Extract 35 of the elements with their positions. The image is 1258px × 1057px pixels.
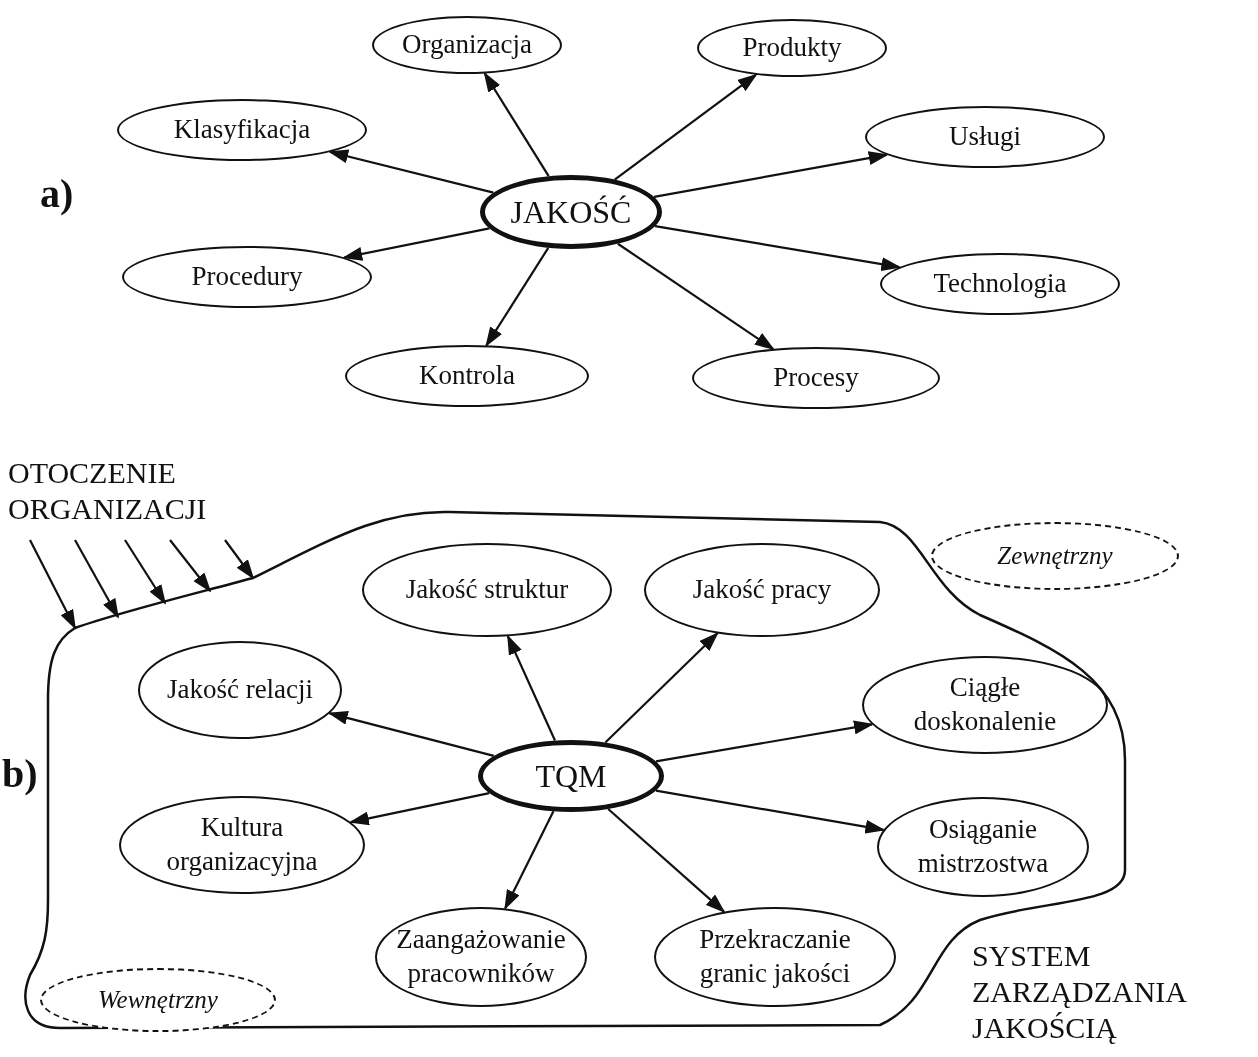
- arrow: [124, 539, 167, 605]
- concept-ellipse: JAKOŚĆ: [480, 175, 662, 249]
- concept-ellipse: Klasyfikacja: [117, 99, 367, 161]
- arrow: [29, 539, 76, 630]
- arrow: [485, 247, 550, 348]
- concept-ellipse: Organizacja: [372, 16, 562, 74]
- concept-ellipse: Jakość struktur: [362, 543, 612, 637]
- arrow: [483, 71, 550, 177]
- concept-ellipse: Przekraczanie granic jakości: [654, 907, 896, 1007]
- panel-letter: b): [2, 750, 38, 797]
- concept-ellipse: Jakość pracy: [644, 543, 880, 637]
- boundary-label: SYSTEM ZARZĄDZANIA JAKOŚCIĄ: [972, 938, 1187, 1046]
- concept-ellipse: Procedury: [122, 246, 372, 308]
- arrow: [506, 634, 556, 741]
- concept-ellipse: Osiąganie mistrzostwa: [877, 797, 1089, 897]
- arrow: [74, 539, 119, 619]
- concept-ellipse: Kontrola: [345, 345, 589, 407]
- concept-ellipse: Ciągłe doskonalenie: [862, 656, 1108, 754]
- concept-ellipse: Procesy: [692, 347, 940, 409]
- dashed-ellipse: Wewnętrzny: [40, 968, 276, 1032]
- concept-ellipse: Technologia: [880, 253, 1120, 315]
- concept-ellipse: Produkty: [697, 19, 887, 77]
- concept-ellipse: Zaangażowanie pracowników: [375, 907, 587, 1007]
- arrow: [224, 539, 255, 580]
- concept-ellipse: Kultura organizacyjna: [119, 796, 365, 894]
- panel-letter: a): [40, 170, 74, 217]
- concept-ellipse: Jakość relacji: [138, 641, 342, 739]
- concept-ellipse: Usługi: [865, 106, 1105, 168]
- concept-ellipse: TQM: [478, 740, 664, 812]
- text-label: OTOCZENIE ORGANIZACJI: [8, 455, 268, 535]
- dashed-ellipse: Zewnętrzny: [931, 522, 1179, 590]
- arrow: [169, 539, 212, 593]
- arrow: [327, 711, 495, 757]
- arrow: [348, 792, 490, 826]
- arrow: [328, 149, 494, 194]
